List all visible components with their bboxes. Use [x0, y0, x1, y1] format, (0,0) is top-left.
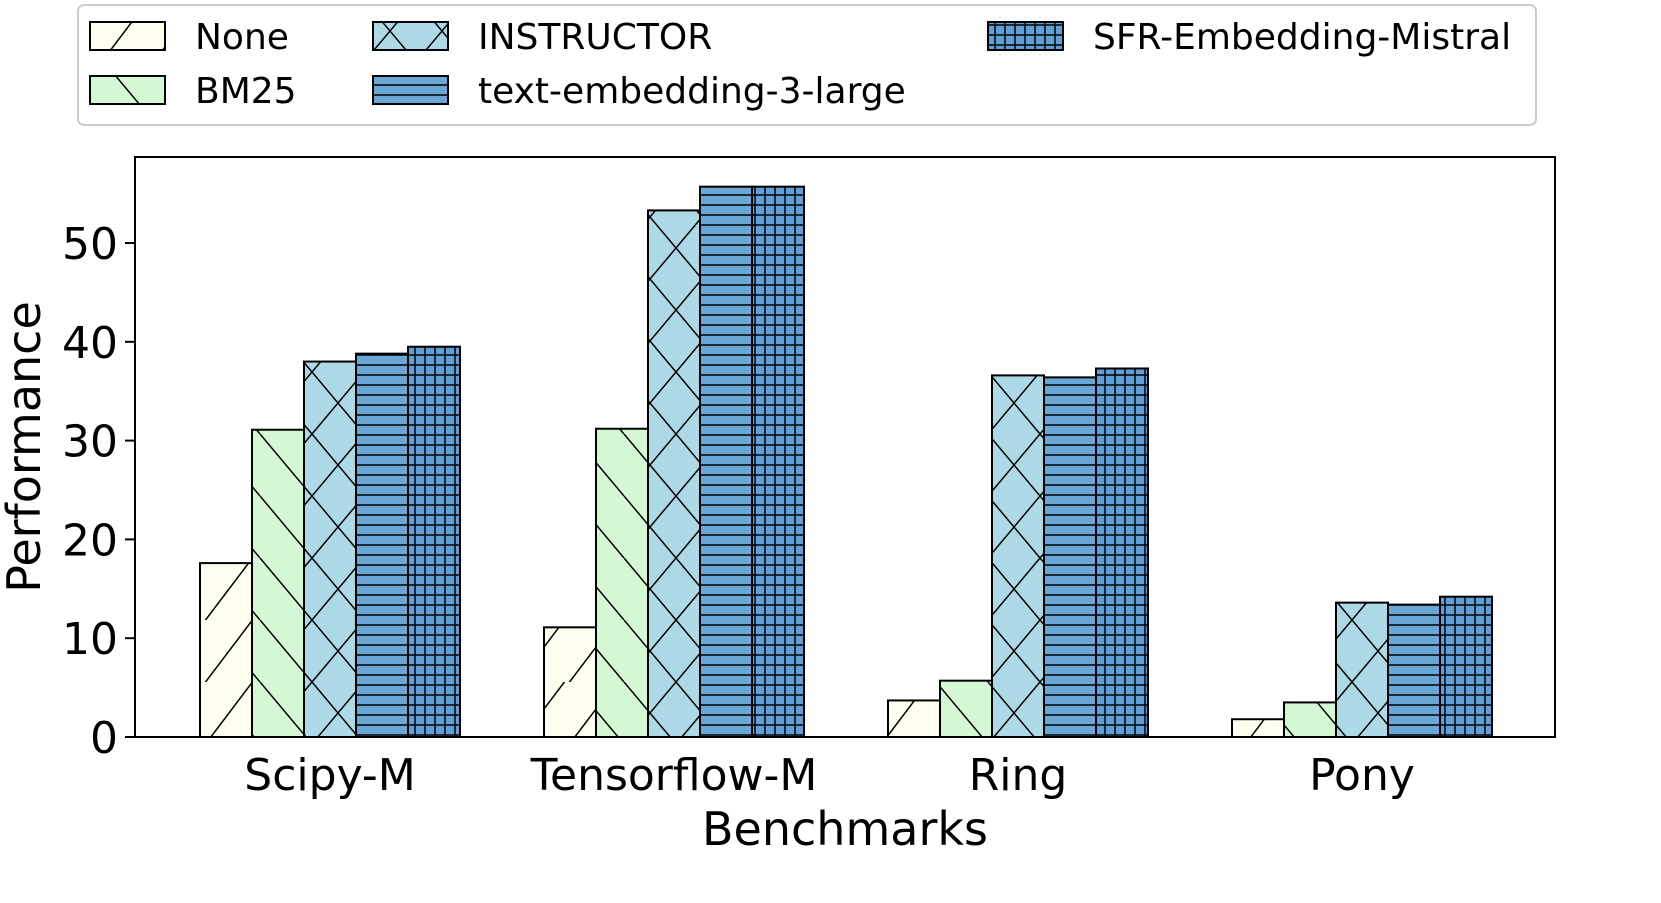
- bar-Tensorflow-M-None: [543, 626, 597, 738]
- bar-Ring-text-embedding-3-large: [1043, 376, 1097, 738]
- y-tick-label: 30: [62, 417, 118, 468]
- bar-Pony-SFR-Embedding-Mistral: [1439, 595, 1493, 738]
- legend-item: SFR-Embedding-Mistral: [987, 17, 1511, 58]
- y-tick-label: 40: [62, 318, 118, 369]
- x-tick-label: Tensorflow-M: [530, 750, 818, 801]
- legend-item: INSTRUCTOR: [372, 17, 712, 58]
- y-axis: 0 10 20 30 40 50: [62, 219, 135, 764]
- y-tick-label: 50: [62, 219, 118, 270]
- y-tick-label: 0: [90, 713, 118, 764]
- bar-Pony-None: [1231, 718, 1285, 739]
- x-tick-label: Pony: [1309, 750, 1415, 801]
- bar-Scipy-M-INSTRUCTOR: [303, 360, 357, 738]
- x-tick-label: Scipy-M: [244, 750, 415, 801]
- svg-text:SFR-Embedding-Mistral: SFR-Embedding-Mistral: [1093, 17, 1511, 58]
- legend-item: None: [89, 17, 289, 58]
- bar-Tensorflow-M-SFR-Embedding-Mistral: [751, 185, 805, 738]
- bar-Scipy-M-None: [199, 562, 253, 738]
- bar-Ring-INSTRUCTOR: [991, 374, 1045, 738]
- x-axis-label: Benchmarks: [702, 802, 988, 856]
- plot-frame: [134, 156, 1556, 738]
- y-tick-label: 20: [62, 515, 118, 566]
- bar-Ring-SFR-Embedding-Mistral: [1095, 367, 1149, 738]
- legend-item: text-embedding-3-large: [372, 71, 906, 112]
- bar-Ring-BM25: [939, 679, 993, 739]
- bar-Scipy-M-SFR-Embedding-Mistral: [407, 345, 461, 738]
- x-tick-label: Ring: [969, 750, 1068, 801]
- svg-text:text-embedding-3-large: text-embedding-3-large: [478, 71, 906, 112]
- bar-Tensorflow-M-INSTRUCTOR: [647, 209, 701, 738]
- svg-text:INSTRUCTOR: INSTRUCTOR: [478, 17, 712, 58]
- bars: [199, 185, 1493, 739]
- legend-item: BM25: [89, 71, 297, 112]
- bar-Scipy-M-text-embedding-3-large: [355, 352, 409, 738]
- bar-Pony-BM25: [1283, 701, 1337, 738]
- bar-Tensorflow-M-BM25: [595, 427, 649, 738]
- bar-Tensorflow-M-text-embedding-3-large: [699, 185, 753, 738]
- bar-Scipy-M-BM25: [251, 428, 305, 738]
- bar-Ring-None: [887, 699, 941, 738]
- y-tick-label: 10: [62, 614, 118, 665]
- svg-text:BM25: BM25: [195, 71, 297, 112]
- bar-Pony-text-embedding-3-large: [1387, 603, 1441, 738]
- bar-Pony-INSTRUCTOR: [1335, 601, 1389, 739]
- svg-text:None: None: [195, 17, 289, 58]
- x-axis: Scipy-M Tensorflow-M Ring Pony: [244, 750, 1415, 801]
- y-axis-label: Performance: [0, 301, 51, 593]
